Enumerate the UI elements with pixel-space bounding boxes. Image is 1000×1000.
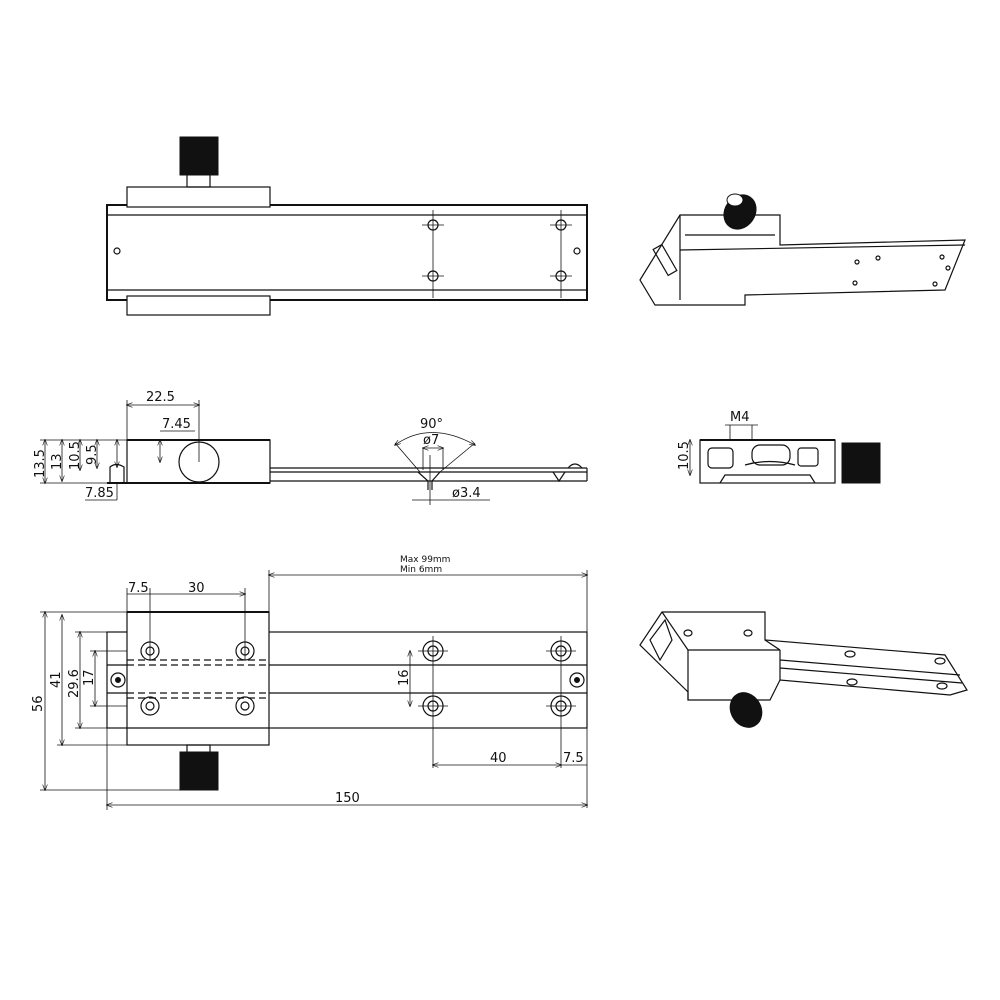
end-height: 10.5 <box>677 441 692 470</box>
travel-min: Min 6mm <box>400 565 442 575</box>
isometric-view-bottom <box>639 611 968 728</box>
top-view <box>106 136 588 316</box>
travel-max: Max 99mm <box>400 555 450 565</box>
knob-icon <box>841 442 881 484</box>
dim-17: 17 <box>82 669 97 686</box>
dim-right-7-5: 7.5 <box>563 751 584 766</box>
thread-label: M4 <box>730 410 750 425</box>
bottom-view: Max 99mm Min 6mm 7.5 30 56 41 29.6 17 16… <box>31 555 587 810</box>
side-view: 22.5 7.45 13.5 13 10.5 9.5 7.85 90° ø7 ø… <box>33 390 588 505</box>
mounting-holes <box>422 210 572 298</box>
rail-outline <box>106 204 588 301</box>
dim-10-5: 10.5 <box>68 441 83 470</box>
dim-29-6: 29.6 <box>67 669 82 698</box>
dim-16: 16 <box>397 669 412 686</box>
carriage-top <box>126 186 271 208</box>
rail-holes <box>418 636 576 768</box>
dim-13: 13 <box>50 453 65 470</box>
dim-41: 41 <box>49 671 64 688</box>
dim-22-5: 22.5 <box>146 390 175 405</box>
countersink-dia: ø7 <box>423 433 439 448</box>
countersink-angle: 90° <box>420 417 443 432</box>
dim-40: 40 <box>490 751 507 766</box>
knob-icon <box>729 692 763 728</box>
dim-13-5: 13.5 <box>33 449 48 478</box>
dim-left-7-5: 7.5 <box>128 581 149 596</box>
knob-icon <box>179 136 219 176</box>
end-view: M4 10.5 <box>677 410 881 484</box>
carriage-bottom <box>126 295 271 316</box>
dim-7-45: 7.45 <box>162 417 191 432</box>
knob-icon <box>179 751 219 791</box>
dim-30: 30 <box>188 581 205 596</box>
dim-7-85: 7.85 <box>85 486 114 501</box>
hole-dia: ø3.4 <box>452 486 481 501</box>
dim-150: 150 <box>335 791 360 806</box>
dim-9-5: 9.5 <box>85 444 100 465</box>
dim-56: 56 <box>31 695 46 712</box>
isometric-view-top <box>639 193 966 306</box>
